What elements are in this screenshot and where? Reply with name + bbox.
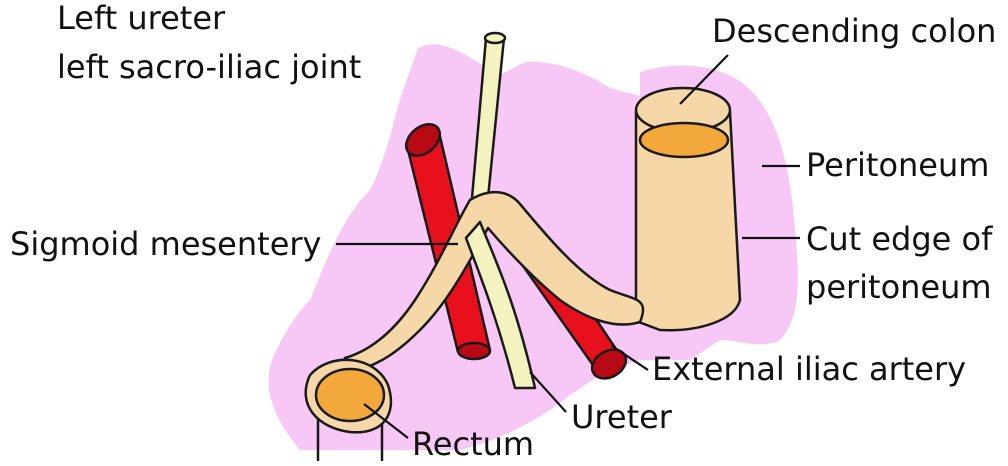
label-cut-edge-line1: Cut edge of	[806, 220, 993, 258]
descending-colon	[628, 88, 740, 330]
label-descending-colon: Descending colon	[712, 12, 996, 50]
rectum-lumen	[316, 369, 384, 421]
label-external-iliac-artery: External iliac artery	[652, 350, 966, 388]
artery-left-bottom	[458, 343, 490, 359]
ureter-top-end	[485, 33, 505, 43]
title-line-2: left sacro-iliac joint	[57, 48, 361, 86]
label-rectum: Rectum	[412, 425, 534, 461]
label-sigmoid-mesentery: Sigmoid mesentery	[10, 225, 321, 263]
title-line-1: Left ureter	[57, 0, 226, 37]
label-cut-edge-line2: peritoneum	[806, 268, 992, 306]
colon-lumen	[640, 123, 728, 157]
label-ureter: Ureter	[571, 398, 673, 436]
label-peritoneum: Peritoneum	[806, 146, 989, 184]
